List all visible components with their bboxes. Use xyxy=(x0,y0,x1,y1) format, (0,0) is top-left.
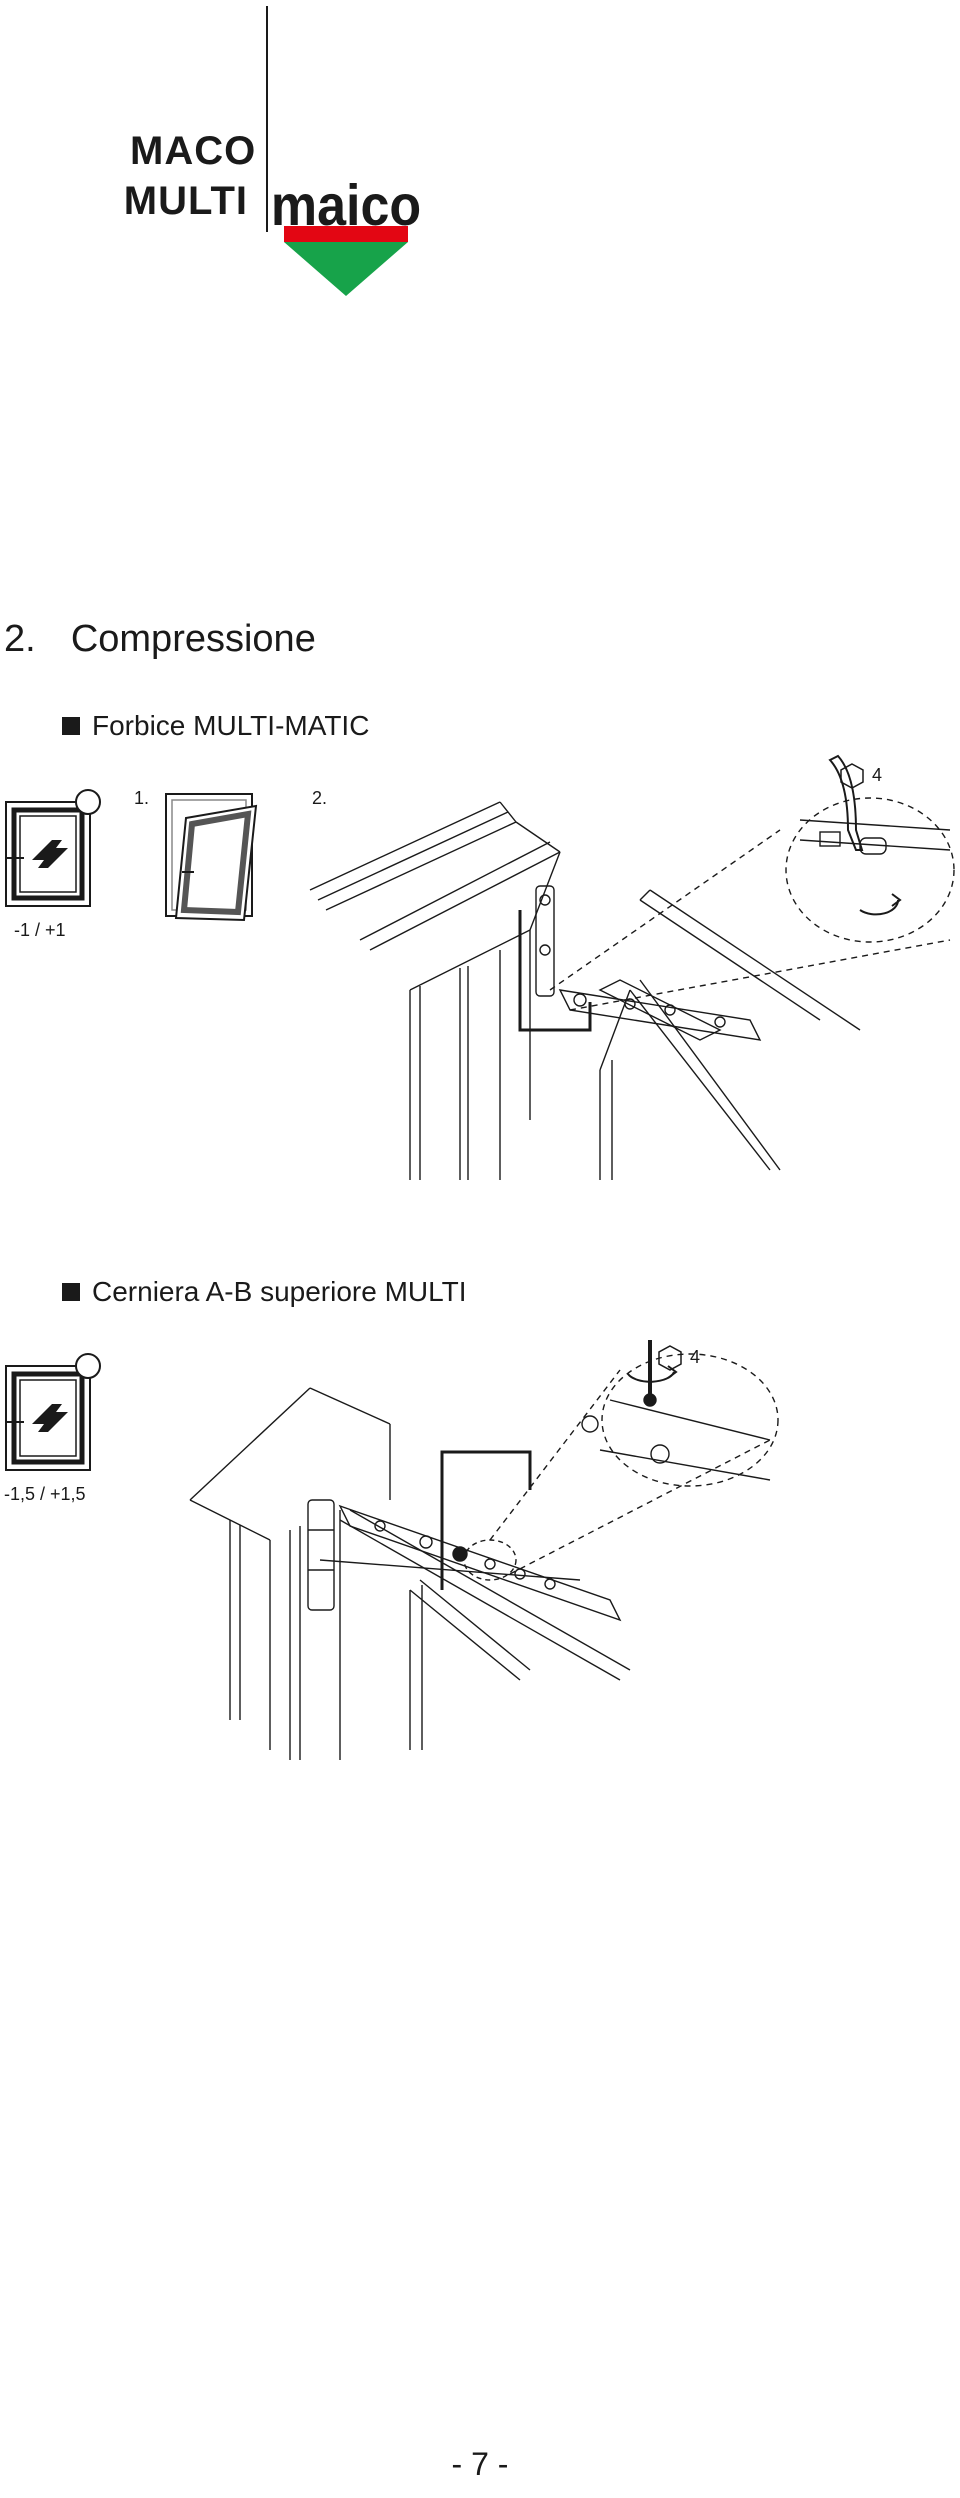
subsection-2-heading: Cerniera A-B superiore MULTI xyxy=(62,1276,467,1308)
brand-divider xyxy=(266,6,268,232)
subsection-1-title: Forbice MULTI-MATIC xyxy=(92,710,370,741)
bullet-square-icon xyxy=(62,717,80,735)
page-number: - 7 - xyxy=(451,2446,509,2482)
brand-line-1: MACO xyxy=(130,129,257,173)
hex-size-label-2: 4 xyxy=(690,1347,701,1367)
range-label-1: -1 / +1 xyxy=(14,920,66,940)
scissor-drawing xyxy=(309,754,955,1180)
brand-block: MACO MULTI maico xyxy=(120,0,440,300)
hex-size-label-1: 4 xyxy=(872,765,883,785)
range-label-2: -1,5 / +1,5 xyxy=(4,1484,86,1504)
brand-line-2: MULTI xyxy=(123,179,248,223)
window-adjust-icon xyxy=(5,1353,101,1471)
window-adjust-icon xyxy=(5,789,101,907)
subsection-2-title: Cerniera A-B superiore MULTI xyxy=(92,1276,467,1307)
section-title: Compressione xyxy=(70,618,316,660)
step-1-label: 1. xyxy=(134,788,150,808)
section-heading: 2. Compressione xyxy=(4,618,316,661)
section-number: 2. xyxy=(4,618,36,660)
hinge-drawing xyxy=(189,1340,779,1760)
logo-red-band xyxy=(284,226,408,242)
subsection-1-heading: Forbice MULTI-MATIC xyxy=(62,710,369,742)
maico-logo: maico xyxy=(271,174,421,296)
bullet-square-icon xyxy=(62,1283,80,1301)
frame-icon xyxy=(165,793,258,922)
logo-green-triangle xyxy=(284,242,408,296)
hex-key-icon xyxy=(658,1345,682,1371)
step-2-label: 2. xyxy=(312,788,328,808)
